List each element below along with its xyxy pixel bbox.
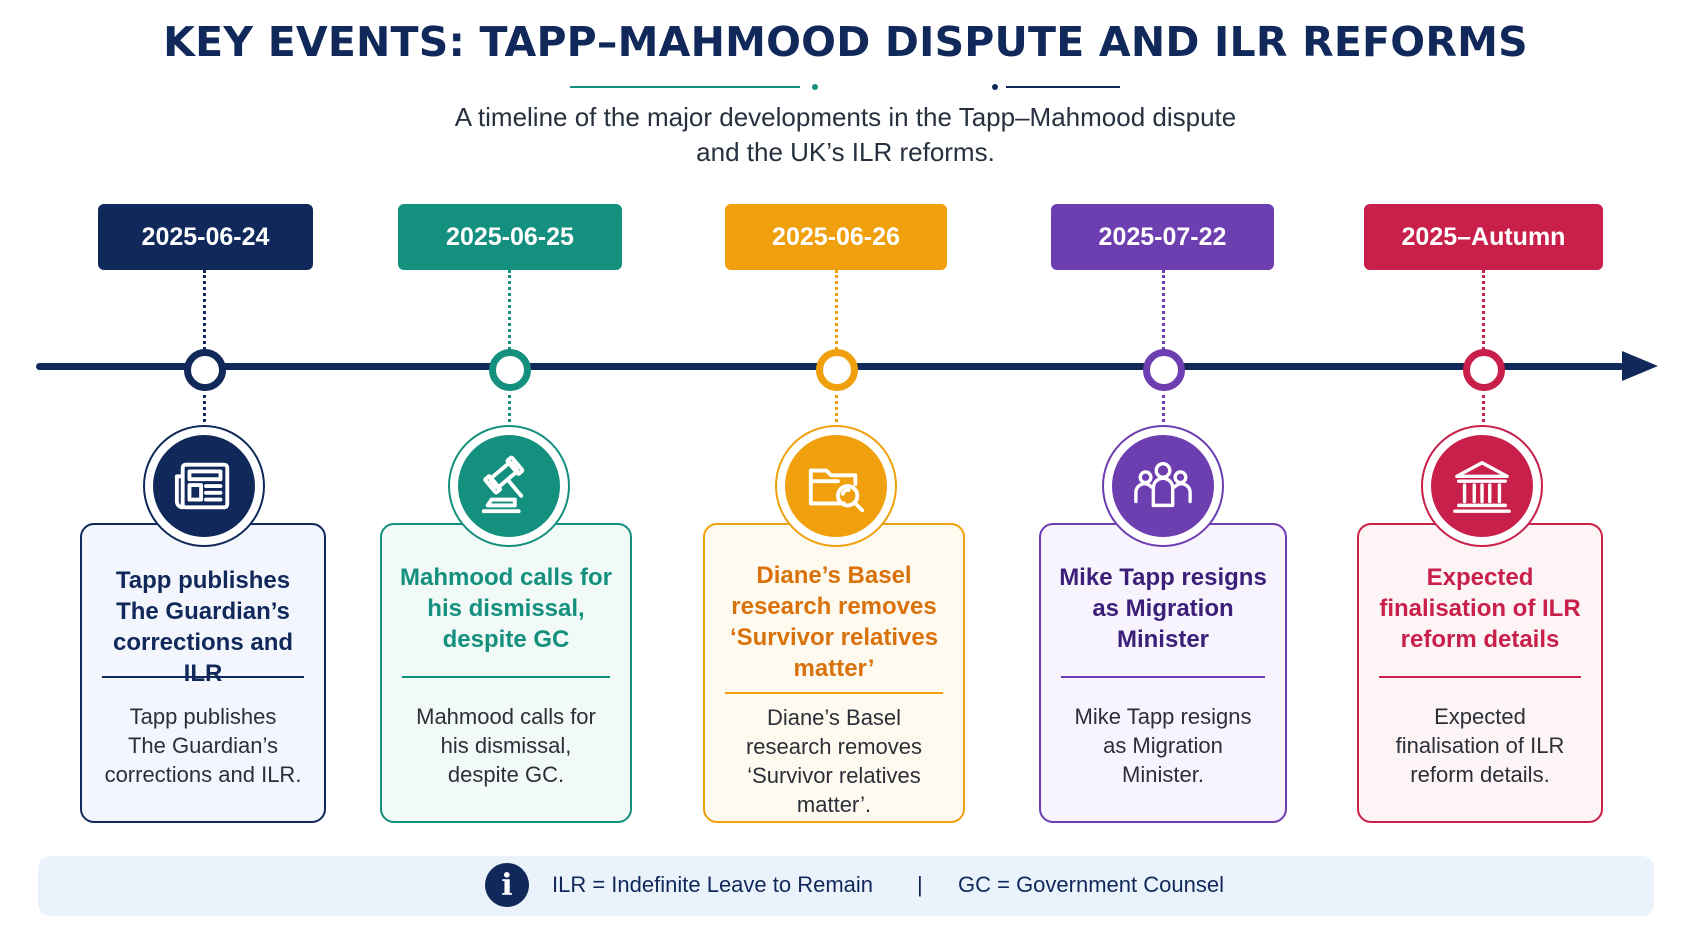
legend-separator: | bbox=[917, 872, 923, 897]
event-title-line: corrections and ILR bbox=[112, 629, 294, 687]
event-description-line: research removes bbox=[745, 734, 923, 759]
event-title: Expected finalisation of ILR reform deta… bbox=[1369, 562, 1591, 655]
government-building-icon bbox=[1431, 435, 1533, 537]
folder-search-icon bbox=[785, 435, 887, 537]
connector-line bbox=[1162, 388, 1165, 428]
title-divider-left-line bbox=[570, 86, 800, 88]
title-divider-right-line bbox=[1006, 86, 1120, 88]
event-title-line: matter’ bbox=[793, 655, 875, 682]
event-title-line: Diane’s Basel bbox=[756, 562, 912, 589]
event-description-line: despite GC. bbox=[447, 762, 565, 787]
abbreviation-legend: i ILR = Indefinite Leave to Remain | GC … bbox=[38, 856, 1654, 916]
timeline-node bbox=[489, 349, 531, 391]
event-card: Mike Tapp resigns as Migration Minister … bbox=[1039, 523, 1287, 823]
event-description-line: Expected bbox=[1434, 704, 1526, 729]
date-badge: 2025-06-24 bbox=[98, 204, 313, 270]
newspaper-icon bbox=[153, 435, 255, 537]
date-badge: 2025–Autumn bbox=[1364, 204, 1603, 270]
info-icon: i bbox=[485, 863, 529, 907]
event-description-line: Mike Tapp resigns bbox=[1074, 704, 1252, 729]
gavel-icon bbox=[458, 435, 560, 537]
event-description-line: matter’. bbox=[796, 792, 872, 817]
event-title-line: finalisation of ILR bbox=[1379, 595, 1581, 622]
connector-line bbox=[1482, 388, 1485, 428]
icon-ring bbox=[775, 425, 897, 547]
event-description: Tapp publishes The Guardian’s correction… bbox=[92, 702, 314, 789]
subtitle: A timeline of the major developments in … bbox=[300, 100, 1391, 170]
event-title-line: as Migration bbox=[1092, 595, 1234, 622]
legend-ilr: ILR = Indefinite Leave to Remain bbox=[552, 872, 874, 897]
timeline-node bbox=[816, 349, 858, 391]
connector-line bbox=[835, 270, 838, 350]
event-title-line: Minister bbox=[1116, 626, 1209, 653]
event-description: Diane’s Basel research removes ‘Survivor… bbox=[715, 703, 953, 819]
title-divider-dot bbox=[992, 84, 998, 90]
title-divider-dot bbox=[812, 84, 818, 90]
event-description-line: The Guardian’s bbox=[127, 733, 278, 758]
card-divider bbox=[102, 676, 304, 678]
connector-line bbox=[508, 270, 511, 350]
subtitle-line: and the UK’s ILR reforms. bbox=[696, 137, 995, 167]
connector-line bbox=[203, 388, 206, 428]
event-title-line: Expected bbox=[1426, 564, 1534, 591]
event-card: Expected finalisation of ILR reform deta… bbox=[1357, 523, 1603, 823]
event-description-line: Mahmood calls for bbox=[416, 704, 596, 729]
icon-ring bbox=[1421, 425, 1543, 547]
event-title: Mike Tapp resigns as Migration Minister bbox=[1051, 562, 1275, 655]
timeline-node bbox=[1463, 349, 1505, 391]
icon-ring bbox=[1102, 425, 1224, 547]
event-description-line: as Migration bbox=[1103, 733, 1223, 758]
event-description-line: reform details. bbox=[1410, 762, 1550, 787]
event-title-line: ‘Survivor relatives bbox=[729, 624, 939, 651]
event-description-line: finalisation of ILR bbox=[1395, 733, 1565, 758]
subtitle-line: A timeline of the major developments in … bbox=[454, 102, 1237, 132]
event-title-line: The Guardian’s bbox=[116, 598, 290, 625]
event-description: Mahmood calls for his dismissal, despite… bbox=[392, 702, 620, 789]
event-title: Mahmood calls for his dismissal, despite… bbox=[392, 562, 620, 655]
event-card: Tapp publishes The Guardian’s correction… bbox=[80, 523, 326, 823]
timeline-node bbox=[184, 349, 226, 391]
connector-line bbox=[1482, 270, 1485, 350]
event-title: Tapp publishes The Guardian’s correction… bbox=[92, 565, 314, 689]
event-title-line: reform details bbox=[1400, 626, 1560, 653]
card-divider bbox=[725, 692, 943, 694]
event-description-line: corrections and ILR. bbox=[104, 762, 302, 787]
event-title-line: Mahmood calls for bbox=[399, 564, 613, 591]
page-title: KEY EVENTS: TAPP–MAHMOOD DISPUTE AND ILR… bbox=[163, 18, 1528, 66]
icon-ring bbox=[143, 425, 265, 547]
event-description: Mike Tapp resigns as Migration Minister. bbox=[1051, 702, 1275, 789]
icon-ring bbox=[448, 425, 570, 547]
event-title-line: research removes bbox=[731, 593, 937, 620]
event-title-line: his dismissal, bbox=[427, 595, 585, 622]
date-badge: 2025-07-22 bbox=[1051, 204, 1274, 270]
connector-line bbox=[508, 388, 511, 428]
event-description-line: his dismissal, bbox=[440, 733, 572, 758]
event-title-line: Mike Tapp resigns bbox=[1059, 564, 1267, 591]
date-badge: 2025-06-25 bbox=[398, 204, 622, 270]
event-card: Mahmood calls for his dismissal, despite… bbox=[380, 523, 632, 823]
card-divider bbox=[1379, 676, 1581, 678]
event-title-line: despite GC bbox=[442, 626, 570, 653]
timeline-arrowhead bbox=[1622, 351, 1658, 381]
event-card: Diane’s Basel research removes ‘Survivor… bbox=[703, 523, 965, 823]
card-divider bbox=[402, 676, 610, 678]
people-group-icon bbox=[1112, 435, 1214, 537]
connector-line bbox=[203, 270, 206, 350]
title-divider bbox=[570, 82, 1120, 92]
card-divider bbox=[1061, 676, 1265, 678]
event-description: Expected finalisation of ILR reform deta… bbox=[1369, 702, 1591, 789]
event-description-line: Tapp publishes bbox=[129, 704, 277, 729]
timeline-node bbox=[1143, 349, 1185, 391]
legend-gc: GC = Government Counsel bbox=[958, 872, 1224, 897]
date-badge: 2025-06-26 bbox=[725, 204, 947, 270]
connector-line bbox=[1162, 270, 1165, 350]
event-title-line: Tapp publishes bbox=[115, 567, 291, 594]
event-description-line: ‘Survivor relatives bbox=[747, 763, 921, 788]
event-description-line: Minister. bbox=[1122, 762, 1204, 787]
event-description-line: Diane’s Basel bbox=[766, 705, 902, 730]
event-title: Diane’s Basel research removes ‘Survivor… bbox=[715, 560, 953, 684]
connector-line bbox=[835, 388, 838, 428]
